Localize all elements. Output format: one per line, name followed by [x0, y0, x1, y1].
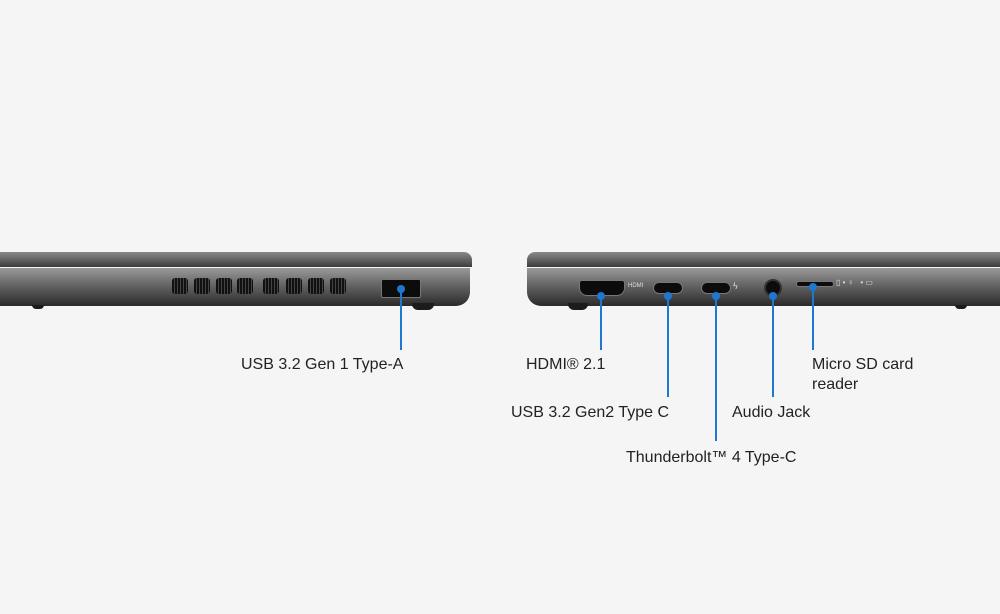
label-usb-c: USB 3.2 Gen2 Type C	[511, 404, 670, 421]
label-audio-jack: Audio Jack	[732, 404, 811, 421]
label-thunderbolt: Thunderbolt™ 4 Type-C	[626, 449, 797, 466]
laptop-lid	[0, 252, 472, 267]
status-led-icons: ▯ • ♀ • ▭	[836, 278, 873, 287]
label-hdmi: HDMI® 2.1	[526, 356, 606, 373]
foot	[412, 303, 434, 310]
laptop-lid	[527, 252, 1000, 267]
thunderbolt-icon: ϟ	[733, 281, 738, 291]
label-micro-sd: Micro SD card reader	[812, 356, 914, 393]
foot	[32, 305, 44, 309]
foot	[955, 305, 967, 309]
foot	[568, 303, 588, 310]
hdmi-marking: HDMI	[628, 283, 644, 289]
label-usb-a: USB 3.2 Gen 1 Type-A	[241, 356, 404, 373]
